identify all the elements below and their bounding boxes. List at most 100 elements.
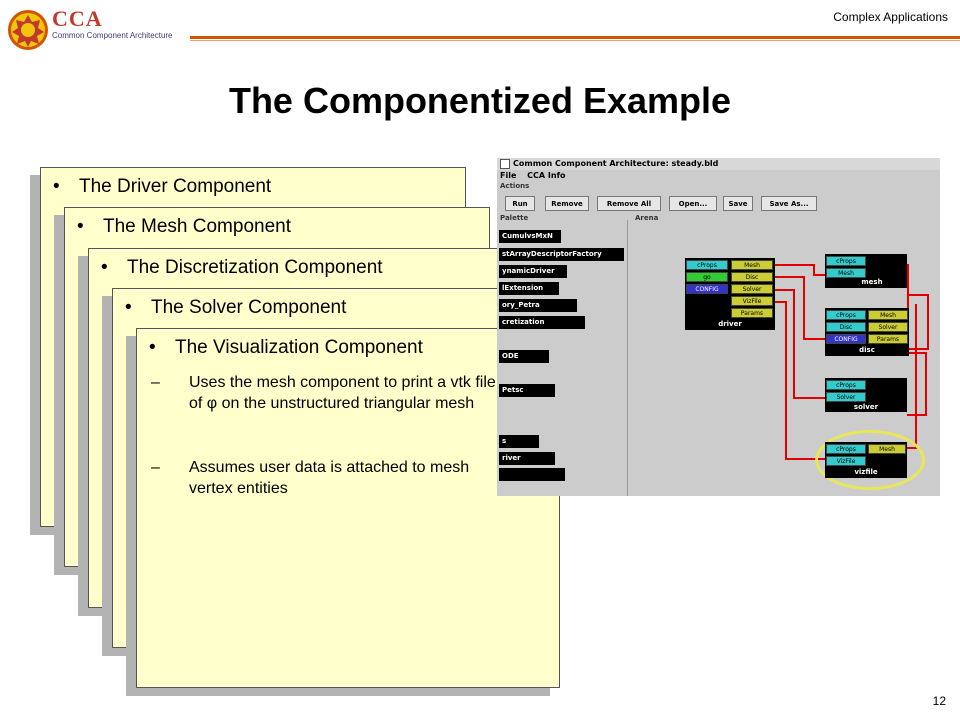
card-heading: • The Visualization Component (149, 337, 423, 359)
port-mesh[interactable]: Mesh (868, 310, 908, 320)
port-solver[interactable]: Solver (826, 392, 866, 402)
wire (907, 414, 927, 416)
menu-file[interactable]: File (500, 171, 517, 180)
header-rule-thin (190, 40, 960, 41)
component-name: solver (853, 403, 879, 411)
page-number: 12 (932, 694, 946, 708)
port-vizfile[interactable]: VizFile (826, 456, 866, 466)
port-disc[interactable]: Disc (826, 322, 866, 332)
menu-cca-info[interactable]: CCA Info (527, 171, 566, 180)
cca-logo-icon (8, 10, 48, 50)
port-cprops[interactable]: cProps (826, 444, 866, 454)
arena-label: Arena (635, 214, 659, 222)
card-heading: •The Solver Component (125, 297, 346, 319)
section-label: Complex Applications (833, 10, 948, 24)
card-heading-text: The Discretization Component (127, 257, 383, 278)
port-solver[interactable]: Solver (868, 322, 908, 332)
card-heading: • The Driver Component (53, 176, 271, 198)
bullet: • (149, 337, 156, 358)
port-disc[interactable]: Disc (731, 272, 773, 282)
card-heading: • The Discretization Component (101, 257, 383, 279)
viz-point-2: – Assumes user data is attached to mesh v… (151, 457, 509, 499)
port-params[interactable]: Params (731, 308, 773, 318)
window-icon (500, 159, 510, 169)
component-name: disc (859, 346, 875, 354)
brand-subtitle: Common Component Architecture (52, 31, 173, 40)
card-heading: • The Mesh Component (77, 216, 291, 238)
port-config[interactable]: CONFIG (686, 284, 728, 294)
wire (909, 294, 929, 296)
bullet: • (101, 257, 108, 278)
wire (775, 301, 787, 303)
window-title: Common Component Architecture: steady.bl… (513, 159, 719, 168)
app-screenshot: Common Component Architecture: steady.bl… (497, 158, 940, 496)
palette-label: Palette (500, 214, 529, 222)
port-solver[interactable]: Solver (731, 284, 773, 294)
run-button[interactable]: Run (505, 196, 535, 211)
wire (793, 289, 795, 399)
port-go[interactable]: go (686, 272, 728, 282)
save-button[interactable]: Save (723, 196, 753, 211)
palette-item[interactable]: lExtension (499, 282, 559, 295)
header-rule (190, 36, 960, 39)
palette-item[interactable]: river (499, 452, 555, 465)
palette-item[interactable]: ory_Petra (499, 299, 577, 312)
window-titlebar: Common Component Architecture: steady.bl… (497, 158, 940, 170)
bullet: • (77, 216, 84, 237)
palette-item[interactable]: stArrayDescriptorFactory (499, 248, 624, 261)
wire (907, 264, 909, 350)
palette-item[interactable]: cretization (499, 316, 585, 329)
component-name: vizfile (854, 468, 878, 476)
viz-point-text: Assumes user data is attached to mesh ve… (189, 459, 470, 497)
port-cprops[interactable]: cProps (686, 260, 728, 270)
viz-point-1: –Uses the mesh component to print a vtk … (151, 372, 509, 414)
remove-all-button[interactable]: Remove All (597, 196, 661, 211)
wire (785, 458, 825, 460)
wire (927, 294, 929, 350)
card-heading-text: The Mesh Component (103, 216, 291, 237)
component-driver[interactable] (685, 258, 775, 330)
dash: – (151, 459, 160, 476)
port-vizfile[interactable]: VizFile (731, 296, 773, 306)
wire (925, 352, 927, 416)
palette-item[interactable]: CumulvsMxN (499, 230, 561, 243)
wire (813, 264, 815, 276)
save-as-button[interactable]: Save As... (761, 196, 817, 211)
port-mesh[interactable]: Mesh (826, 268, 866, 278)
palette-panel (497, 220, 628, 496)
viz-point-text: Uses the mesh component to print a vtk f… (189, 374, 496, 412)
wire (785, 301, 787, 460)
palette-item[interactable]: s (499, 435, 539, 448)
wire (793, 397, 825, 399)
open-button[interactable]: Open... (669, 196, 717, 211)
palette-item[interactable]: ODE (499, 350, 549, 363)
wire (803, 276, 805, 338)
bullet: • (53, 176, 60, 197)
card-visualization: •The Visualization Component –Uses the m… (136, 328, 560, 688)
palette-item[interactable]: ynamicDriver (499, 265, 567, 278)
port-cprops[interactable]: cProps (826, 310, 866, 320)
wire (775, 264, 815, 266)
menubar: File CCA Info (497, 170, 940, 181)
port-mesh[interactable]: Mesh (731, 260, 773, 270)
wire (915, 304, 917, 449)
palette-item[interactable]: Petsc (499, 384, 555, 397)
highlight-ellipse (815, 430, 925, 490)
port-config[interactable]: CONFIG (826, 334, 866, 344)
wire (775, 289, 795, 291)
card-heading-text: The Solver Component (151, 297, 347, 318)
port-mesh[interactable]: Mesh (868, 444, 906, 454)
wire (909, 352, 927, 354)
port-cprops[interactable]: cProps (826, 256, 866, 266)
component-name: driver (718, 320, 742, 328)
remove-button[interactable]: Remove (545, 196, 589, 211)
component-name: mesh (861, 278, 883, 286)
card-heading-text: The Driver Component (79, 176, 272, 197)
wire (803, 338, 825, 340)
port-cprops[interactable]: cProps (826, 380, 866, 390)
wire (905, 348, 929, 350)
palette-item[interactable] (499, 468, 565, 481)
port-params[interactable]: Params (868, 334, 908, 344)
wire (775, 276, 805, 278)
card-heading-text: The Visualization Component (175, 337, 423, 358)
